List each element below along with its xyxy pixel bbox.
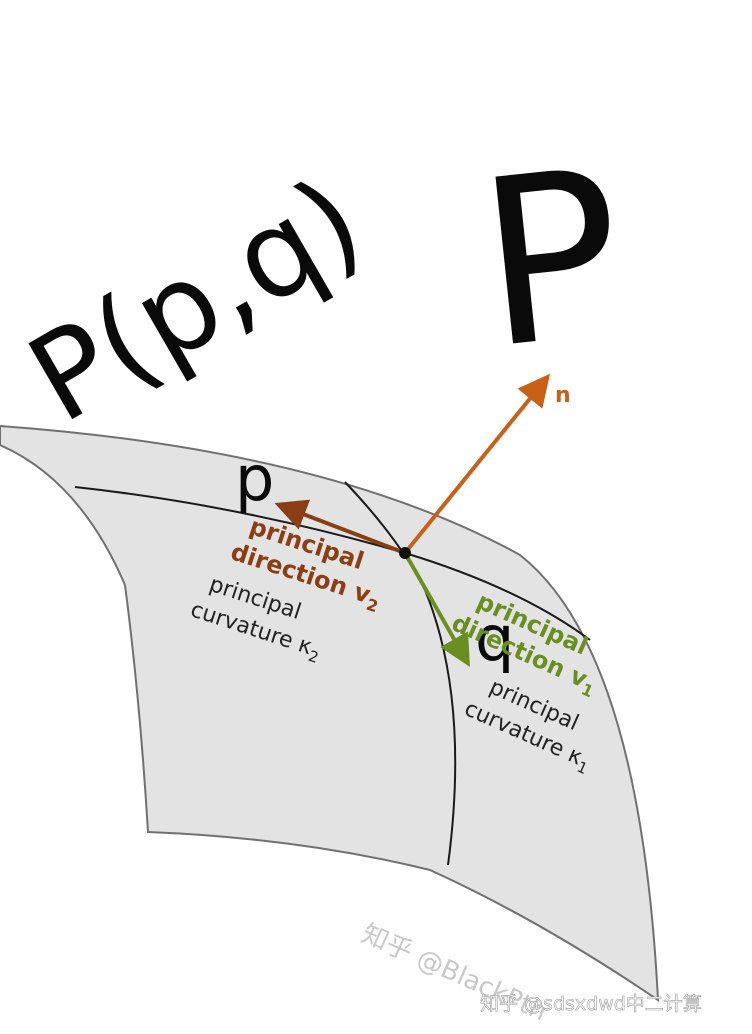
function-label: P(p,q) [7, 151, 385, 450]
big-p-label: P [468, 120, 634, 400]
point-marker [399, 547, 411, 559]
p-label: p [235, 442, 274, 515]
normal-arrow [403, 373, 551, 555]
surface-patch [0, 424, 660, 1002]
grid-curve-v1 [344, 481, 457, 866]
principal-direction-v2-arrow [274, 499, 406, 555]
principal-direction-v1-arrow [403, 552, 470, 667]
normal-label: n [555, 383, 571, 408]
q-label: q [475, 602, 514, 675]
watermark-bottom: 知乎 @sdsxdwd中二计算 [480, 993, 702, 1015]
